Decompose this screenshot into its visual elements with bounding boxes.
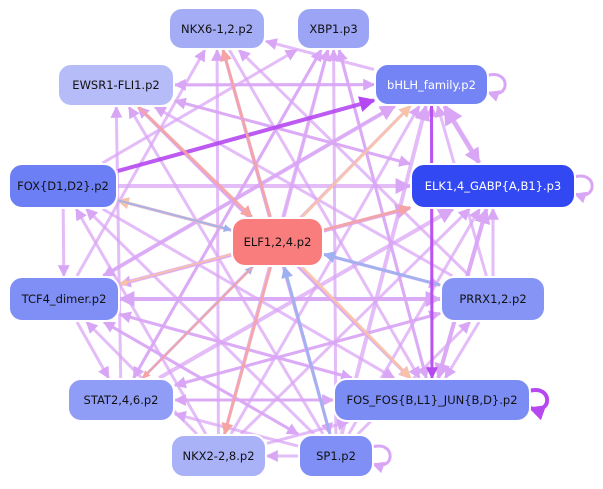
edge-fox-to-fos — [101, 207, 396, 380]
node-label: EWSR1-FLI1.p2 — [72, 78, 160, 92]
node-bhlh[interactable]: bHLH_family.p2 — [374, 63, 489, 106]
edge-elf-to-stat — [142, 266, 254, 379]
node-sp1[interactable]: SP1.p2 — [298, 434, 374, 478]
node-ewsr1[interactable]: EWSR1-FLI1.p2 — [57, 63, 175, 107]
node-label: SP1.p2 — [316, 449, 356, 463]
edge-nkx2-to-fos — [266, 418, 350, 445]
node-label: bHLH_family.p2 — [387, 77, 476, 92]
edge-ewsr1-to-elk — [174, 99, 412, 167]
edge-nkx2-to-nkx6 — [211, 48, 224, 435]
edge-stat-to-elk — [158, 207, 455, 380]
self-loop-bhlh — [486, 73, 507, 102]
edge-sp1-to-xbp1 — [327, 48, 340, 435]
edge-sp1-to-ewsr1 — [127, 105, 325, 435]
node-label: ELK1,4_GABP{A,B1}.p3 — [424, 179, 562, 193]
node-label: XBP1.p3 — [309, 21, 358, 36]
edge-sp1-to-elf — [281, 265, 332, 435]
node-fos[interactable]: FOS_FOS{B,L1}_JUN{B,D}.p2 — [333, 378, 531, 422]
edge-nkx2-to-fox — [74, 207, 208, 435]
edge-layer — [57, 38, 594, 474]
node-elk[interactable]: ELK1,4_GABP{A,B1}.p3 — [410, 163, 576, 209]
edge-xbp1-to-stat — [132, 49, 323, 380]
edge-bhlh-to-tcf4 — [102, 104, 396, 278]
edge-prrx-to-ewsr1 — [153, 105, 454, 278]
edge-nkx6-to-fos — [228, 49, 421, 380]
self-loop-sp1 — [371, 444, 392, 474]
edge-nkx2-to-bhlh — [229, 104, 421, 435]
edge-elf-to-elk — [323, 204, 412, 232]
edge-fox-to-elf — [117, 199, 232, 232]
node-fox[interactable]: FOX{D1,D2}.p2 — [8, 163, 118, 209]
edge-elf-to-fos — [300, 265, 412, 380]
node-tcf4[interactable]: TCF4_dimer.p2 — [8, 276, 120, 322]
edge-elf-to-tcf4 — [119, 253, 232, 287]
node-prrx[interactable]: PRRX1,2.p2 — [440, 276, 546, 322]
node-label: FOS_FOS{B,L1}_JUN{B,D}.p2 — [346, 393, 518, 407]
self-loop-fos — [528, 388, 550, 421]
edge-prrx-to-elf — [322, 251, 441, 287]
node-label: PRRX1,2.p2 — [459, 292, 527, 306]
node-xbp1[interactable]: XBP1.p3 — [296, 7, 371, 50]
node-label: NKX2-2,8.p2 — [182, 449, 255, 463]
node-nkx2[interactable]: NKX2-2,8.p2 — [170, 434, 267, 478]
edge-ewsr1-to-elf — [137, 105, 253, 219]
edge-prrx-to-fos — [444, 321, 481, 380]
edge-elf-to-bhlh — [300, 104, 412, 219]
edge-elf-to-nkx6 — [220, 48, 272, 218]
node-label: STAT2,4,6.p2 — [83, 393, 159, 407]
edge-bhlh-to-fos — [425, 105, 438, 380]
edge-bhlh-to-nkx6 — [264, 38, 375, 71]
node-stat[interactable]: STAT2,4,6.p2 — [67, 378, 175, 422]
node-label: NKX6-1,2.p2 — [180, 21, 254, 36]
node-label: FOX{D1,D2}.p2 — [17, 179, 109, 193]
edge-bhlh-to-elk — [442, 104, 481, 165]
edge-fox-to-tcf4 — [57, 208, 70, 278]
node-label: ELF1,2,4.p2 — [243, 235, 312, 249]
node-label: TCF4_dimer.p2 — [21, 292, 107, 306]
edge-tcf4-to-stat — [75, 321, 110, 380]
node-nkx6[interactable]: NKX6-1,2.p2 — [168, 7, 266, 50]
node-elf[interactable]: ELF1,2,4.p2 — [231, 217, 324, 267]
self-loop-elk — [573, 174, 594, 204]
edge-elf-to-nkx2 — [221, 266, 273, 436]
